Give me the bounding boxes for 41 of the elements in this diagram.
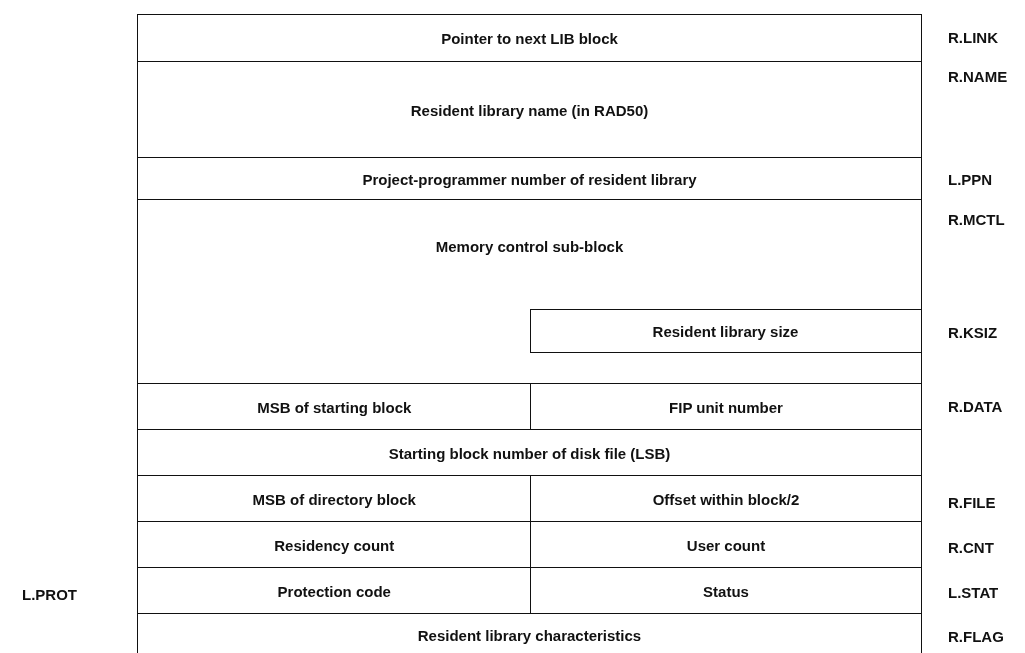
field-box: [530, 521, 922, 569]
field-label: Offset within block/2: [652, 490, 800, 508]
field-label: Pointer to next LIB block: [441, 30, 618, 47]
field-box: [137, 383, 532, 431]
offset-symbol: L.STAT: [948, 584, 999, 601]
offset-symbol: R.KSIZ: [948, 324, 998, 341]
offset-symbol: R.CNT: [948, 539, 994, 556]
offset-symbol: R.MCTL: [948, 211, 1005, 228]
field-box: [137, 61, 922, 159]
offset-symbol: R.FLAG: [948, 628, 1004, 645]
field-label: Resident library size: [652, 322, 799, 340]
field-box: [530, 475, 922, 523]
field-label: Memory control sub-block: [435, 238, 624, 255]
field-box: [137, 475, 532, 523]
field-box: [137, 157, 922, 201]
field-box: [137, 567, 532, 615]
offset-symbol: R.LINK: [948, 29, 998, 46]
offset-symbol: L.PPN: [948, 171, 993, 188]
field-label: Project-programmer number of resident library: [362, 170, 697, 188]
field-box: [137, 429, 922, 477]
field-label: Residency count: [274, 536, 395, 554]
field-label: Starting block number of disk file (LSB): [388, 444, 671, 462]
field-box: [137, 613, 922, 653]
field-box: [137, 14, 922, 63]
field-label: FIP unit number: [669, 398, 783, 416]
field-box: [137, 199, 922, 385]
field-box: [137, 521, 532, 569]
offset-symbol: L.PROT: [22, 586, 77, 603]
field-label: Protection code: [277, 582, 391, 600]
field-label: MSB of directory block: [252, 490, 416, 508]
field-label: Resident library characteristics: [417, 627, 642, 644]
field-label: MSB of starting block: [257, 398, 412, 416]
field-box: [530, 567, 922, 615]
offset-symbol: R.FILE: [948, 494, 996, 511]
offset-symbol: R.DATA: [948, 398, 1003, 415]
field-box: [530, 383, 922, 431]
field-label: Status: [703, 582, 749, 600]
field-label: User count: [686, 536, 766, 554]
field-box: [529, 309, 922, 353]
field-label: Resident library name (in RAD50): [410, 101, 649, 119]
offset-symbol: R.NAME: [948, 68, 1008, 85]
